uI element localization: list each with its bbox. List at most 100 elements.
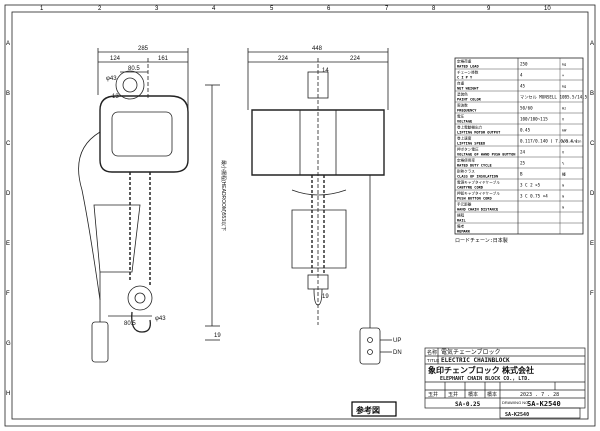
spec-row-jp: 電源キャブタイヤケーブル: [457, 180, 500, 185]
spec-row-value: 3 C 0.75 ×4: [520, 194, 548, 199]
spec-row-jp: 揚程: [457, 213, 465, 218]
grid-row-b: B: [6, 91, 10, 97]
dim-side-chain-offset: 14: [322, 68, 329, 74]
dim-side-total: 448: [312, 46, 323, 52]
side-chain-bag: [291, 209, 347, 269]
spec-row-unit: m: [562, 195, 564, 199]
spec-row-jp: 塗装色: [457, 92, 468, 97]
spec-row-en: PUSH BUTTON CORD: [457, 197, 492, 201]
dim-front-headroom: 最小揚程(HEADROOM)553以下: [220, 160, 227, 231]
footer-code-frame: [499, 407, 581, 419]
spec-row-value: 24: [520, 150, 526, 155]
grid-row-b-right: B: [590, 91, 594, 97]
dim-front-hook-gap: 13: [112, 94, 119, 100]
dim-front-left: 124: [110, 56, 121, 62]
tb-sig-approve: 橋本: [487, 391, 497, 398]
spec-row-en: VOLTAGE: [457, 120, 472, 124]
spec-row-en: RATED LOAD: [457, 65, 479, 69]
grid-col-9: 9: [487, 6, 491, 12]
spec-row-value: 45: [520, 84, 526, 89]
tb-title-label: TITLE: [427, 358, 439, 363]
grid-row-f-right: F: [590, 291, 594, 297]
dim-front-right: 161: [158, 56, 169, 62]
grid-row-e-right: E: [590, 241, 594, 247]
dim-side-right: 224: [350, 56, 361, 62]
dim-front-upper-hook: φ43: [106, 76, 117, 82]
grid-col-7: 7: [385, 6, 389, 12]
side-view: [247, 48, 392, 365]
grid-row-f: F: [6, 291, 10, 297]
grid-row-labels-right: A B C D E F: [590, 41, 595, 297]
spec-row-en: NET WEIGHT: [457, 87, 479, 91]
upper-hook-eye: [122, 77, 138, 93]
spec-row-en: RAIL: [457, 219, 466, 223]
dim-front-lower-offset: 80.5: [124, 321, 136, 327]
spec-row-jp: 定格使用率: [457, 158, 475, 163]
dim-front-hook-throat: 19: [214, 333, 221, 339]
grid-row-a: A: [6, 41, 10, 47]
grid-row-d: D: [6, 191, 11, 197]
spec-row-en: CABTYRE CORD: [457, 186, 483, 190]
side-pendant: [359, 327, 381, 365]
spec-row-unit: V: [562, 151, 565, 155]
grid-col-4: 4: [212, 6, 216, 12]
spec-row-jp: 自重: [457, 81, 465, 86]
title-block: [351, 347, 586, 419]
reference-stamp: 参考図: [355, 405, 380, 415]
upper-hook-ring: [115, 70, 145, 100]
grid-col-5: 5: [270, 6, 274, 12]
spec-row-value: 4: [520, 73, 523, 78]
spec-row-en: PAINT COLOR: [457, 98, 482, 102]
grid-col-2: 2: [98, 6, 102, 12]
dim-front-total: 285: [138, 46, 149, 52]
spec-row-en: RATED DUTY CYCLE: [457, 164, 492, 168]
up-label: UP: [393, 338, 401, 344]
side-top-hook: [307, 71, 329, 99]
spec-row-value: 25: [520, 161, 526, 166]
inner-border: [11, 11, 589, 420]
spec-row-value: B: [520, 172, 523, 177]
spec-row-value: 0.45: [520, 128, 531, 133]
spec-row-value: 50/60: [520, 106, 533, 111]
spec-note: ロードチェーン:日本製: [455, 237, 508, 244]
grid-col-10: 10: [544, 6, 551, 12]
tb-name-label: 名称: [427, 349, 437, 356]
spec-row-jp: チェーン掛数: [457, 70, 479, 75]
grid-col-8: 8: [432, 6, 436, 12]
spec-row-unit: kg: [562, 85, 566, 89]
hoist-body: [99, 95, 189, 173]
down-label: DN: [393, 350, 402, 356]
grid-col-6: 6: [327, 6, 331, 12]
spec-row-value: 250: [520, 62, 528, 67]
spec-row-unit: m: [562, 206, 564, 210]
spec-row-jp: 電圧: [457, 114, 465, 119]
spec-row-jp: 押ボタン電圧: [457, 147, 479, 152]
tb-drawing-no: SA-K2540: [527, 400, 561, 408]
spec-row-unit: kW: [562, 129, 567, 133]
tb-company-en: ELEPHANT CHAIN BLOCK CO., LTD.: [440, 376, 530, 382]
reference-stamp-frame: [351, 401, 397, 417]
spec-row-en: REMARK: [457, 230, 471, 234]
side-bag-top: [291, 189, 347, 196]
tb-name-jp: 電気チェーンブロック: [441, 348, 501, 356]
spec-row-en: VOLTAGE OF HAND PUSH BUTTON: [457, 153, 515, 157]
spec-row-jp: 巻上速度: [457, 136, 472, 141]
spec-row-jp: 定格荷重: [457, 59, 472, 64]
spec-row-value: 100/100~115: [520, 117, 548, 122]
footer-code: SA-K2540: [505, 412, 529, 418]
pendant-front: [91, 321, 109, 363]
spec-row-jp: 手元距離: [457, 202, 472, 207]
side-dims-text: 448 224 224 14 19 UP DN: [278, 46, 402, 356]
grid-col-1: 1: [40, 6, 44, 12]
lower-hook-block: [127, 285, 153, 311]
lower-hook: [131, 311, 151, 333]
spec-row-jp: 周波数: [457, 103, 468, 108]
tb-model: SA-0.25: [455, 401, 481, 408]
tb-sig-design: 玉井: [428, 391, 438, 398]
dim-side-left: 224: [278, 56, 289, 62]
tb-title-en: ELECTRIC CHAINBLOCK: [441, 357, 510, 364]
tb-sig-drafting: 玉井: [448, 391, 458, 398]
grid-row-a-right: A: [590, 41, 594, 47]
spec-row-en: LIFTING SPEED: [457, 142, 485, 146]
